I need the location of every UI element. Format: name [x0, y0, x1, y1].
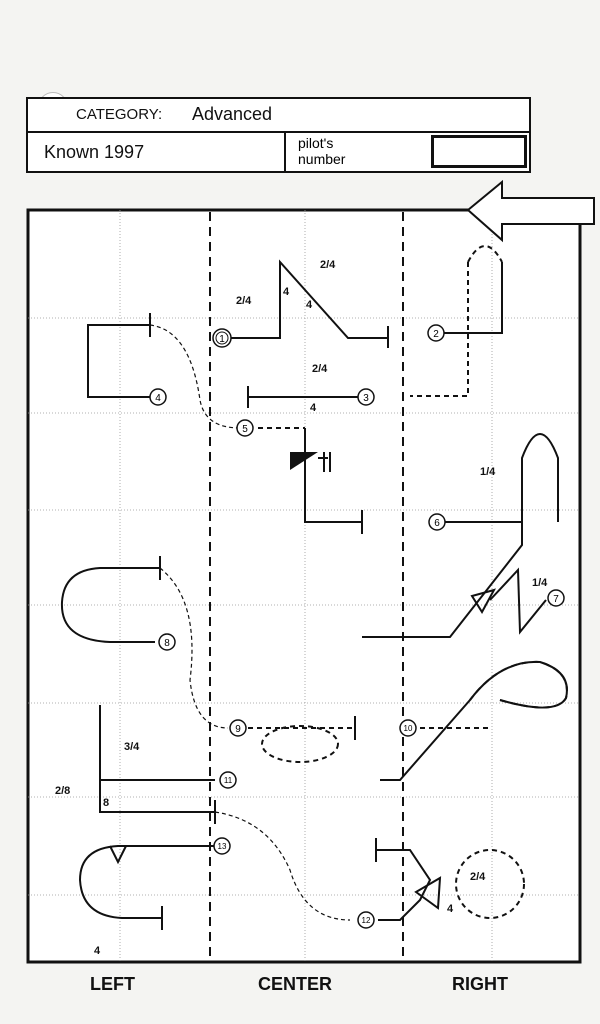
annotation-8: 8 — [103, 797, 109, 809]
grid-lines — [28, 210, 580, 962]
figure-number-1: 1 — [212, 328, 232, 348]
pilot-number-label: pilot's number — [298, 135, 345, 167]
footer-left-label: LEFT — [90, 974, 135, 994]
figure-number-3: 3 — [357, 388, 375, 406]
figure-number-7-label: 7 — [553, 594, 559, 605]
annotation-2-4-top: 2/4 — [320, 259, 336, 271]
annotation-4-fig12: 4 — [447, 903, 454, 915]
figure-number-5: 5 — [236, 419, 254, 437]
figure-lines — [60, 245, 568, 930]
figure-number-1-label: 1 — [219, 334, 225, 345]
figure-number-2: 2 — [427, 324, 445, 342]
figure-number-4: 4 — [149, 388, 167, 406]
roll-annotations: 2/4 2/4 4 4 2/4 4 1/4 1/4 3/4 2/8 8 4 2/… — [55, 259, 548, 957]
figure-number-2-label: 2 — [433, 329, 439, 340]
annotation-2-4-left: 2/4 — [236, 295, 252, 307]
category-value: Advanced — [192, 104, 273, 124]
figure-number-10: 10 — [399, 719, 417, 737]
figure-number-12: 12 — [357, 911, 375, 929]
category-label: CATEGORY: — [76, 106, 163, 123]
figure-number-13: 13 — [213, 837, 231, 855]
footer-center-label: CENTER — [258, 974, 333, 994]
figure-number-6-label: 6 — [434, 518, 440, 529]
figure-number-11-label: 11 — [224, 776, 233, 785]
diagram-frame — [26, 208, 582, 964]
figure-number-3-label: 3 — [363, 393, 369, 404]
annotation-1-4-fig7: 1/4 — [532, 577, 548, 589]
pilot-number-field[interactable] — [431, 135, 527, 168]
figure-number-6: 6 — [428, 513, 446, 531]
figure-number-7: 7 — [547, 589, 565, 607]
pilot-separator — [284, 131, 286, 173]
center-box-lines — [209, 212, 404, 960]
tailslide-flag-icon — [290, 452, 318, 470]
figure-number-5-label: 5 — [242, 424, 248, 435]
figure-number-13-label: 13 — [218, 842, 227, 851]
annotation-2-4-fig3: 2/4 — [312, 363, 328, 375]
figure-number-11: 11 — [219, 771, 237, 789]
annotation-1-4-fig6: 1/4 — [480, 466, 496, 478]
pilot-label-line1: pilot's — [298, 135, 334, 151]
figure-number-10-label: 10 — [404, 724, 413, 733]
figure-number-4-label: 4 — [155, 393, 161, 404]
pilot-label-line2: number — [298, 151, 346, 167]
snap-roll-triangle-icon — [470, 588, 497, 614]
sequence-name: Known 1997 — [44, 142, 145, 162]
footer-right-label: RIGHT — [452, 974, 508, 994]
annotation-4-top-b: 4 — [306, 299, 313, 311]
annotation-2-8: 2/8 — [55, 785, 70, 797]
figure-number-8: 8 — [158, 633, 176, 651]
annotation-2-4-bottom: 2/4 — [470, 871, 486, 883]
annotation-4-top-a: 4 — [283, 286, 290, 298]
figure-number-8-label: 8 — [164, 638, 170, 649]
figure-numbers: 1 2 3 4 5 6 7 — [149, 324, 565, 929]
annotation-3-4: 3/4 — [124, 741, 140, 753]
stall-mark-icon — [318, 452, 331, 472]
figure-number-9: 9 — [229, 719, 247, 737]
figure-number-12-label: 12 — [362, 916, 371, 925]
sequence-row: Known 1997 pilot's number — [26, 131, 531, 173]
wind-direction-arrow-icon — [466, 179, 595, 243]
annotation-4-fig3: 4 — [310, 402, 317, 414]
figure-number-9-label: 9 — [235, 724, 241, 735]
annotation-4-bottom: 4 — [94, 945, 101, 957]
